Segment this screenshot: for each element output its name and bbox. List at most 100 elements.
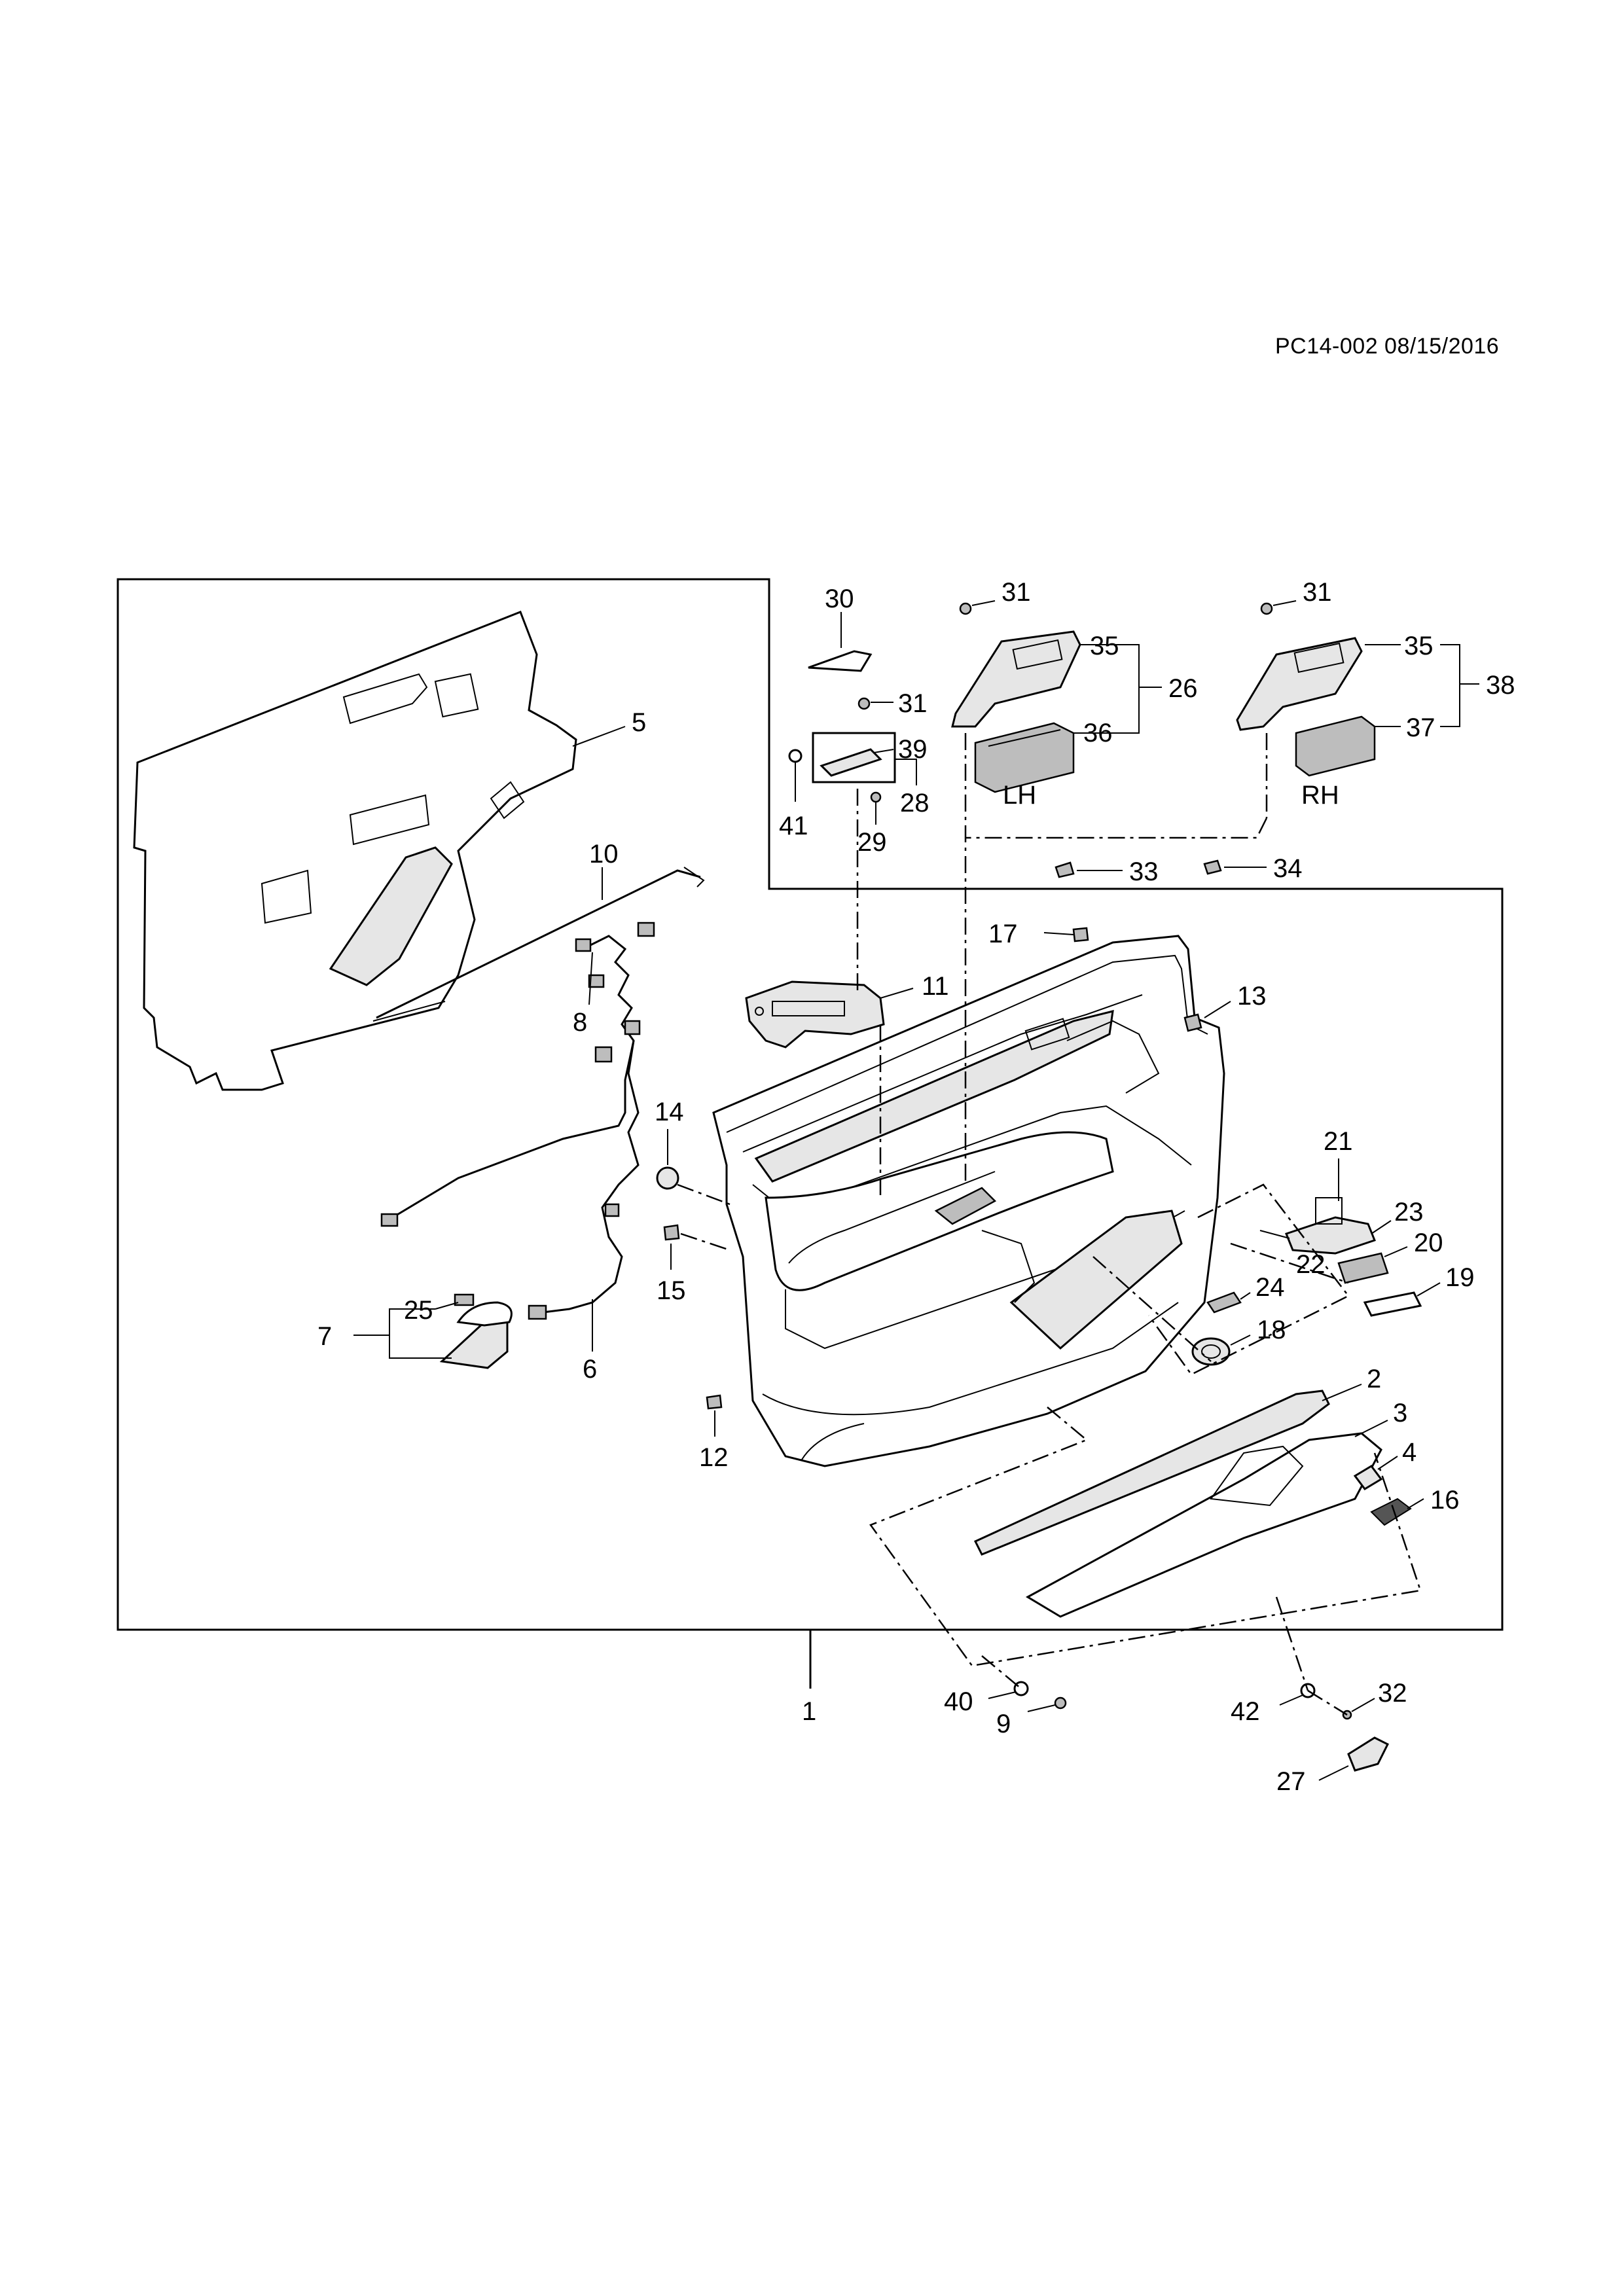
callout-20: 20 bbox=[1414, 1229, 1443, 1257]
bezel-19 bbox=[1363, 1291, 1422, 1317]
rod-22 bbox=[1259, 1230, 1290, 1239]
callout-26: 26 bbox=[1168, 674, 1198, 703]
callout-labels: 1 2 3 4 5 6 7 8 9 10 11 12 13 14 15 16 1… bbox=[317, 578, 1515, 1796]
callout-30: 30 bbox=[825, 584, 854, 613]
callout-13: 13 bbox=[1237, 982, 1267, 1011]
callout-8: 8 bbox=[573, 1008, 587, 1037]
callout-16: 16 bbox=[1430, 1486, 1460, 1515]
callout-15: 15 bbox=[657, 1276, 686, 1305]
leader-16 bbox=[1407, 1498, 1424, 1509]
box-28 bbox=[812, 732, 896, 783]
callout-34: 34 bbox=[1273, 854, 1303, 883]
screw-31c bbox=[1260, 602, 1273, 615]
callout-1: 1 bbox=[802, 1697, 816, 1726]
callout-22: 22 bbox=[1296, 1250, 1326, 1279]
callout-25: 25 bbox=[404, 1296, 433, 1325]
callout-36: 36 bbox=[1083, 719, 1113, 747]
callout-40: 40 bbox=[944, 1687, 973, 1716]
clip-34 bbox=[1203, 859, 1222, 875]
callout-32: 32 bbox=[1378, 1679, 1407, 1708]
leader-27 bbox=[1318, 1765, 1349, 1781]
callout-28: 28 bbox=[900, 789, 929, 817]
callout-9: 9 bbox=[996, 1710, 1011, 1738]
leader-20 bbox=[1384, 1246, 1408, 1257]
leader-5 bbox=[572, 726, 626, 747]
lh-switch-module-36 bbox=[974, 722, 1075, 793]
callout-10: 10 bbox=[589, 840, 619, 869]
clip-15 bbox=[663, 1224, 680, 1241]
callout-17: 17 bbox=[988, 920, 1018, 948]
leader-4 bbox=[1377, 1456, 1398, 1470]
rh-switch-module-37 bbox=[1295, 715, 1376, 777]
grommet-24 bbox=[1206, 1291, 1242, 1314]
leader-32 bbox=[1351, 1698, 1375, 1712]
wiring-harness bbox=[376, 867, 705, 1320]
trim-strip-2 bbox=[973, 1390, 1330, 1556]
lh-switch-bezel bbox=[951, 630, 1081, 728]
callout-3: 3 bbox=[1393, 1399, 1407, 1427]
callout-31c: 31 bbox=[1303, 578, 1332, 607]
handle-insert-39 bbox=[820, 748, 882, 777]
callout-6: 6 bbox=[583, 1355, 597, 1384]
handle-20 bbox=[1337, 1252, 1389, 1284]
handle-bracket-21 bbox=[1285, 1197, 1376, 1255]
callout-35b: 35 bbox=[1404, 632, 1434, 660]
leader-8 bbox=[588, 952, 593, 1005]
callout-27: 27 bbox=[1276, 1767, 1306, 1796]
callout-11: 11 bbox=[922, 972, 949, 1001]
leader-13 bbox=[1204, 1001, 1231, 1018]
screw-31a bbox=[959, 602, 972, 615]
leader-25 bbox=[435, 1302, 459, 1310]
bezel-30 bbox=[808, 650, 873, 672]
leader-18 bbox=[1230, 1335, 1251, 1346]
bracket-7 bbox=[389, 1308, 452, 1359]
leader-3 bbox=[1354, 1420, 1388, 1437]
callout-31b: 31 bbox=[898, 689, 928, 718]
water-deflector bbox=[133, 611, 577, 1091]
callout-33: 33 bbox=[1129, 857, 1159, 886]
leader-11 bbox=[880, 988, 914, 999]
clip-17 bbox=[1072, 927, 1089, 942]
callout-31a: 31 bbox=[1001, 578, 1031, 607]
screw-29 bbox=[870, 791, 882, 803]
callout-14: 14 bbox=[655, 1098, 684, 1126]
callout-7: 7 bbox=[317, 1322, 332, 1351]
spacer-41 bbox=[788, 749, 803, 763]
leader-40 bbox=[988, 1691, 1017, 1699]
callout-37: 37 bbox=[1406, 713, 1435, 742]
callout-38: 38 bbox=[1486, 671, 1515, 700]
clip-33 bbox=[1055, 861, 1075, 878]
side-label-lh: LH bbox=[1003, 781, 1036, 810]
callout-35a: 35 bbox=[1090, 632, 1119, 660]
clip-13 bbox=[1183, 1013, 1202, 1032]
armrest-3 bbox=[1025, 1432, 1382, 1618]
callout-41: 41 bbox=[779, 812, 808, 840]
speaker-grille-18 bbox=[1191, 1337, 1231, 1366]
assembly-frame bbox=[117, 578, 1504, 1631]
nut-9 bbox=[1054, 1696, 1067, 1710]
callout-24: 24 bbox=[1255, 1273, 1285, 1302]
leader-42 bbox=[1279, 1695, 1303, 1706]
callout-23: 23 bbox=[1394, 1198, 1424, 1227]
cover-27 bbox=[1347, 1736, 1390, 1772]
callout-42: 42 bbox=[1231, 1697, 1260, 1726]
bracket-38 bbox=[1440, 644, 1479, 727]
leader-9 bbox=[1027, 1704, 1056, 1712]
leader-24 bbox=[1240, 1292, 1251, 1300]
leader-39 bbox=[873, 749, 894, 753]
callout-12: 12 bbox=[699, 1443, 729, 1472]
side-label-rh: RH bbox=[1301, 781, 1339, 810]
callout-39: 39 bbox=[898, 735, 928, 764]
document-id: PC14-002 08/15/2016 bbox=[1275, 334, 1500, 359]
bracket-28 bbox=[895, 759, 917, 785]
callout-21: 21 bbox=[1324, 1127, 1353, 1156]
plug-14 bbox=[656, 1166, 679, 1190]
bezel-4 bbox=[1353, 1465, 1383, 1490]
callout-18: 18 bbox=[1257, 1316, 1286, 1344]
callout-4: 4 bbox=[1402, 1438, 1416, 1467]
leader-23 bbox=[1371, 1220, 1392, 1234]
rh-switch-bezel bbox=[1236, 637, 1363, 731]
leader-31c bbox=[1272, 600, 1297, 606]
leader-2 bbox=[1322, 1384, 1362, 1401]
